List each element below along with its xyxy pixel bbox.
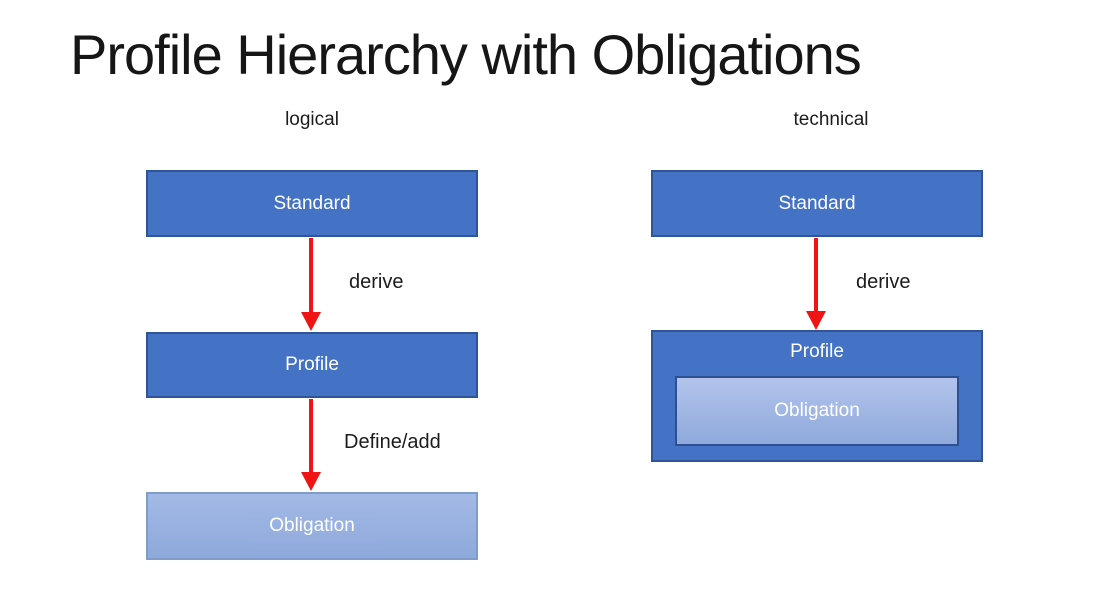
logical-standard-label: Standard <box>273 192 351 214</box>
derive-arrow-technical <box>806 238 826 330</box>
logical-column-label: logical <box>285 109 339 130</box>
technical-obligation-box: Obligation <box>675 376 959 446</box>
slide-title: Profile Hierarchy with Obligations <box>70 23 862 86</box>
logical-profile-box: Profile <box>146 332 478 398</box>
derive-arrow-logical <box>301 238 321 331</box>
logical-obligation-box: Obligation <box>146 492 478 560</box>
define-add-label-logical: Define/add <box>344 431 441 453</box>
logical-obligation-label: Obligation <box>269 515 355 536</box>
technical-column-label: technical <box>793 109 869 130</box>
logical-standard-box: Standard <box>146 170 478 237</box>
define-add-arrow-logical <box>301 399 321 491</box>
technical-standard-box: Standard <box>651 170 983 237</box>
technical-standard-label: Standard <box>778 192 856 214</box>
technical-obligation-label: Obligation <box>774 400 860 421</box>
technical-profile-label: Profile <box>790 341 844 362</box>
derive-label-logical: derive <box>349 271 404 293</box>
derive-label-technical: derive <box>856 271 911 293</box>
technical-profile-box: Profile Obligation <box>651 330 983 462</box>
logical-profile-label: Profile <box>285 354 339 375</box>
